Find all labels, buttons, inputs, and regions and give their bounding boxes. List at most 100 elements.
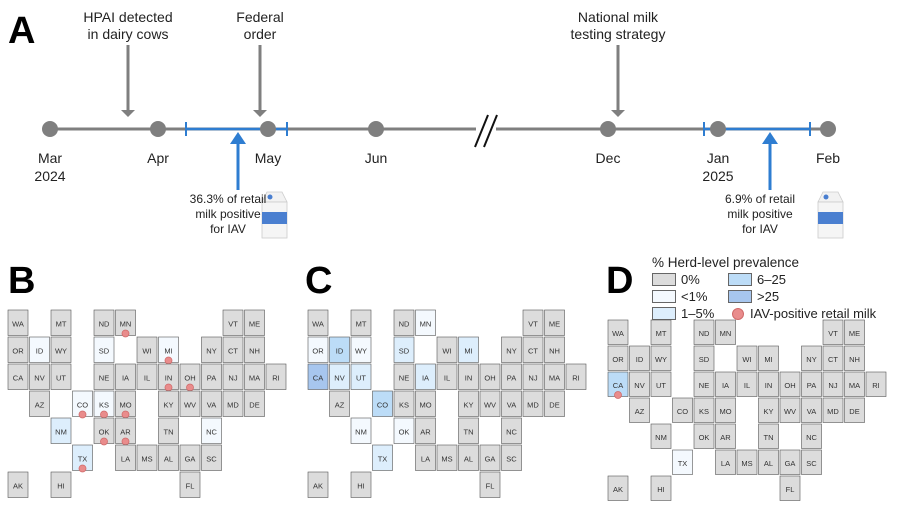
svg-text:NH: NH — [249, 347, 260, 356]
svg-text:IL: IL — [744, 381, 750, 390]
svg-text:CA: CA — [13, 374, 23, 383]
svg-text:WA: WA — [312, 320, 324, 329]
state-wy: WY — [650, 345, 672, 371]
svg-text:PA: PA — [807, 381, 816, 390]
svg-text:PA: PA — [507, 374, 516, 383]
up-arrow-icon — [230, 132, 246, 144]
svg-text:HI: HI — [57, 482, 65, 491]
svg-text:MD: MD — [827, 407, 839, 416]
state-mi: MI — [158, 336, 179, 365]
state-sd: SD — [393, 336, 415, 363]
state-ri: RI — [565, 363, 587, 390]
svg-text:RI: RI — [872, 381, 880, 390]
state-pa: PA — [501, 363, 522, 390]
state-ri: RI — [265, 363, 287, 390]
state-ne: NE — [393, 363, 415, 390]
state-nh: NH — [244, 336, 265, 363]
state-mo: MO — [115, 390, 136, 419]
legend-item-1-5: 1–5% — [652, 305, 728, 322]
state-il: IL — [436, 363, 458, 390]
svg-text:VA: VA — [807, 407, 816, 416]
state-ks: KS — [393, 390, 415, 417]
svg-text:AR: AR — [420, 428, 431, 437]
svg-text:LA: LA — [721, 459, 730, 468]
state-nj: NJ — [822, 371, 844, 397]
svg-text:FL: FL — [786, 485, 795, 494]
state-nc: NC — [201, 417, 222, 444]
state-nd: ND — [693, 319, 715, 345]
svg-text:ND: ND — [699, 329, 710, 338]
svg-text:FL: FL — [486, 482, 495, 491]
svg-text:HI: HI — [657, 485, 665, 494]
svg-text:ME: ME — [249, 320, 260, 329]
state-ia: IA — [715, 371, 736, 397]
state-vt: VT — [822, 319, 844, 345]
svg-text:OH: OH — [484, 374, 495, 383]
state-wv: WV — [179, 390, 201, 417]
svg-text:OH: OH — [184, 374, 195, 383]
state-me: ME — [844, 319, 865, 345]
svg-text:OK: OK — [399, 428, 410, 437]
state-oh: OH — [179, 363, 201, 392]
positive-milk-icon — [100, 437, 108, 446]
svg-text:WI: WI — [742, 355, 751, 364]
month-marker — [42, 121, 58, 137]
svg-text:MS: MS — [141, 455, 152, 464]
svg-text:NJ: NJ — [828, 381, 837, 390]
svg-text:NY: NY — [206, 347, 216, 356]
state-tn: TN — [158, 417, 179, 444]
svg-text:TX: TX — [378, 455, 388, 464]
positive-milk-icon — [164, 383, 173, 392]
svg-text:NY: NY — [506, 347, 516, 356]
svg-text:WY: WY — [655, 355, 667, 364]
svg-text:ND: ND — [99, 320, 110, 329]
state-nj: NJ — [522, 363, 544, 390]
svg-text:NM: NM — [655, 433, 667, 442]
svg-text:LA: LA — [121, 455, 130, 464]
state-md: MD — [522, 390, 544, 417]
state-wy: WY — [50, 336, 72, 363]
svg-text:OR: OR — [612, 355, 624, 364]
svg-text:MA: MA — [249, 374, 260, 383]
svg-text:WY: WY — [355, 347, 367, 356]
svg-text:MN: MN — [120, 320, 132, 329]
state-oh: OH — [479, 363, 501, 390]
svg-text:DE: DE — [849, 407, 859, 416]
svg-text:NM: NM — [55, 428, 67, 437]
svg-text:WA: WA — [12, 320, 24, 329]
svg-text:NC: NC — [506, 428, 517, 437]
svg-text:KY: KY — [163, 401, 173, 410]
state-de: DE — [244, 390, 265, 417]
svg-text:SC: SC — [806, 459, 817, 468]
state-sd: SD — [693, 345, 715, 371]
svg-text:AR: AR — [120, 428, 131, 437]
state-mo: MO — [715, 397, 736, 423]
state-il: IL — [136, 363, 158, 390]
month-marker — [600, 121, 616, 137]
svg-text:TX: TX — [78, 455, 88, 464]
month-label-feb: Feb — [815, 150, 841, 166]
state-sc: SC — [201, 444, 222, 471]
svg-text:MS: MS — [741, 459, 752, 468]
state-sc: SC — [801, 449, 822, 475]
svg-text:AL: AL — [764, 459, 773, 468]
state-ar: AR — [115, 417, 136, 446]
svg-text:NY: NY — [806, 355, 816, 364]
svg-text:AZ: AZ — [35, 401, 45, 410]
state-ma: MA — [244, 363, 265, 390]
state-ms: MS — [436, 444, 458, 471]
svg-text:NH: NH — [849, 355, 860, 364]
svg-text:FL: FL — [186, 482, 195, 491]
state-va: VA — [501, 390, 522, 417]
state-or: OR — [307, 336, 329, 363]
legend-label: >25 — [757, 289, 780, 304]
state-az: AZ — [629, 397, 650, 423]
state-hi: HI — [50, 471, 72, 498]
svg-text:RI: RI — [572, 374, 580, 383]
svg-text:AZ: AZ — [635, 407, 645, 416]
month-label-may: May — [254, 150, 282, 166]
